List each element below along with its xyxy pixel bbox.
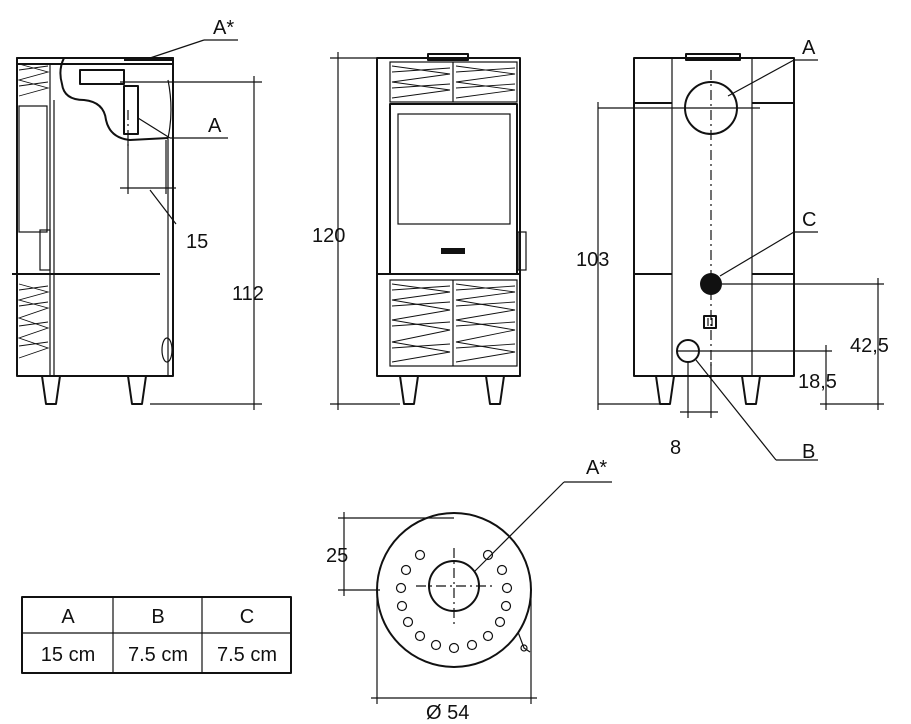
- dim-15-label: 15: [186, 231, 208, 253]
- table-value-b: 7.5 cm: [128, 644, 188, 666]
- dim-54-label: Ø 54: [426, 702, 469, 724]
- dimension-table: [21, 596, 292, 674]
- label-a-star-bottom: A*: [586, 457, 607, 479]
- table-header-c: C: [240, 606, 254, 628]
- label-a-rear: A: [802, 37, 816, 59]
- rear-view: [597, 53, 884, 461]
- table-value-c: 7.5 cm: [217, 644, 277, 666]
- dim-103-label: 103: [576, 249, 609, 271]
- dim-120-label: 120: [312, 225, 345, 247]
- air-holes: [395, 549, 513, 654]
- top-view: [338, 481, 612, 704]
- label-c-rear: C: [802, 209, 816, 231]
- dim-112-label: 112: [232, 283, 264, 305]
- label-a-star-top: A*: [213, 17, 234, 39]
- side-view: [12, 39, 262, 410]
- dim-42-5-label: 42,5: [850, 335, 889, 357]
- table-value-a: 15 cm: [41, 644, 95, 666]
- dim-25-label: 25: [326, 545, 348, 567]
- table-header-b: B: [151, 606, 164, 628]
- table-header-a: A: [61, 606, 75, 628]
- label-a-side: A: [208, 115, 222, 137]
- label-b-rear: B: [802, 441, 815, 463]
- dim-18-5-label: 18,5: [798, 371, 837, 393]
- dim-8-label: 8: [670, 437, 681, 459]
- front-view: [330, 52, 527, 410]
